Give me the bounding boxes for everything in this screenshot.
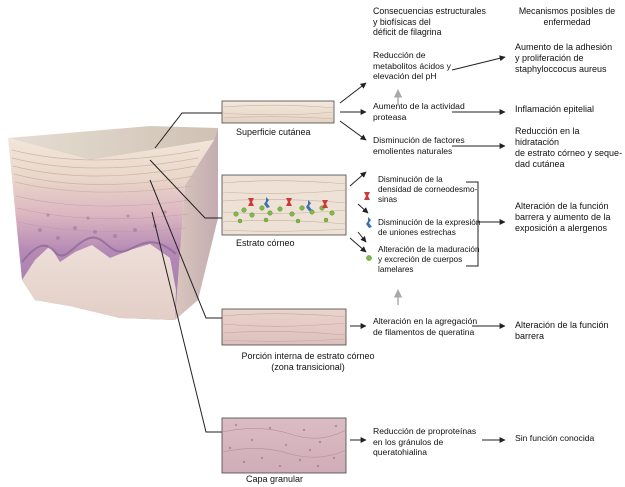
consequence-proproteins: Reducción de proproteínas en los gránulo… — [373, 426, 477, 457]
consequence-keratin: Alteración en la agregación de filamento… — [373, 316, 478, 337]
mechanism-barrier: Alteración de la función barrera — [515, 320, 609, 341]
mechanism-unknown: Sin función conocida — [515, 433, 595, 443]
mechanism-hydration: Reducción en la hidratación de estrato c… — [515, 126, 623, 169]
consequence-lamellar: Alteración de la maduración y excreción … — [378, 245, 480, 274]
consequence-tight-junctions: Disminución de la expresión de uniones e… — [378, 218, 481, 237]
mechanism-arrows — [451, 55, 506, 443]
stratum-corneum-strip — [221, 174, 347, 236]
header-consequences: Consecuencias estructurales y biofísicas… — [373, 6, 486, 38]
mechanism-staph: Aumento de la adhesión y proliferación d… — [515, 42, 613, 74]
caption-surface: Superficie cutánea — [236, 127, 311, 137]
consequence-acid-metabolites: Reducción de metabolitos ácidos y elevac… — [373, 50, 451, 81]
granular-strip — [221, 417, 347, 474]
caption-granular: Capa granular — [246, 474, 304, 484]
inner-corneum-strip — [221, 308, 347, 346]
mechanism-barrier-allergens: Alteración de la función barrera y aumen… — [515, 201, 611, 233]
caption-inner-corneum: Porción interna de estrato córneo (zona … — [241, 351, 375, 372]
consequence-protease: Aumento de la actividad proteasa — [373, 101, 465, 122]
consequence-icons — [357, 192, 372, 261]
surface-strip — [221, 100, 335, 124]
leader-lines — [149, 112, 222, 433]
consequence-arrows — [339, 82, 367, 443]
header-mechanisms: Mecanismos posibles de enfermedad — [518, 6, 616, 27]
mechanism-inflammation: Inflamación epitelial — [515, 104, 595, 114]
consequence-corneodesmosines: Disminución de la densidad de corneodesm… — [378, 175, 478, 204]
consequence-emollients: Disminución de factores emolientes natur… — [373, 135, 465, 156]
caption-stratum-corneum: Estrato córneo — [236, 238, 295, 248]
skin-block-illustration — [8, 126, 218, 320]
